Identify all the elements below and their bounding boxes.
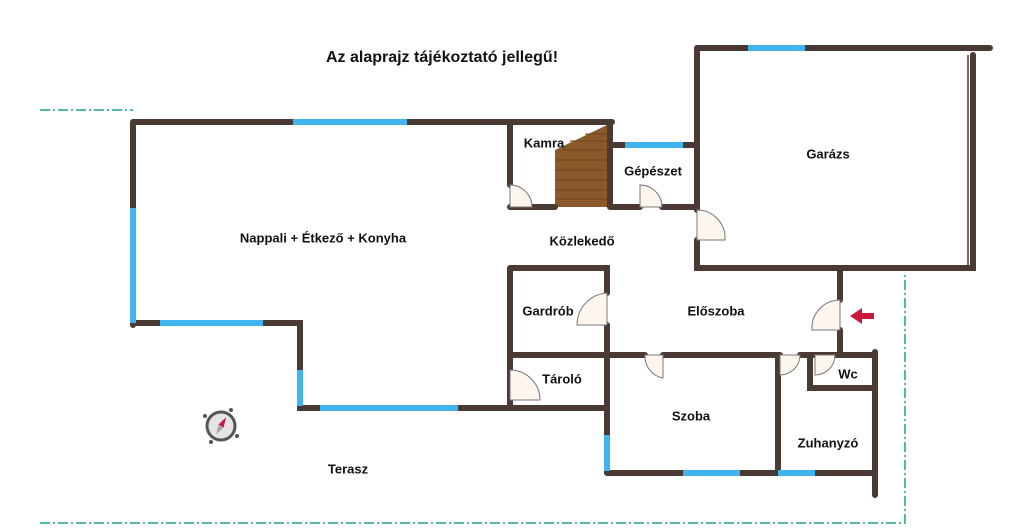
room-label-szoba: Szoba bbox=[671, 408, 711, 424]
room-label-gardrob: Gardrób bbox=[522, 303, 574, 319]
windows bbox=[130, 45, 815, 476]
stairs bbox=[555, 125, 607, 207]
entry-arrow-icon bbox=[850, 308, 874, 324]
compass-icon bbox=[203, 408, 239, 444]
room-label-eloszoba: Előszoba bbox=[687, 303, 745, 319]
room-label-tarolo: Tároló bbox=[542, 371, 582, 387]
room-label-gepeszet: Gépészet bbox=[624, 163, 682, 179]
room-label-terasz: Terasz bbox=[327, 461, 369, 477]
room-label-kamra: Kamra bbox=[523, 135, 565, 151]
room-label-wc: Wc bbox=[838, 366, 858, 382]
room-label-kozlekedo: Közlekedő bbox=[549, 233, 615, 249]
doors bbox=[509, 184, 841, 401]
room-label-zuhanyzo: Zuhanyzó bbox=[797, 435, 859, 451]
room-label-garazs: Garázs bbox=[806, 146, 850, 162]
room-label-nappali: Nappali + Étkező + Konyha bbox=[239, 230, 407, 246]
disclaimer-title: Az alaprajz tájékoztató jellegű! bbox=[325, 49, 559, 66]
walls bbox=[130, 45, 993, 498]
property-boundary bbox=[40, 109, 906, 524]
